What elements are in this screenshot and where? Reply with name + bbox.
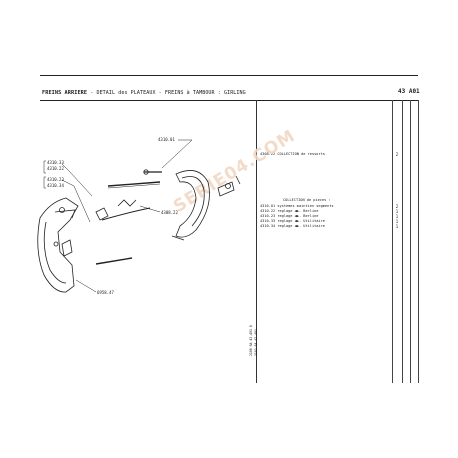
callout-4310-33: 4310.33 bbox=[47, 160, 64, 165]
spring-collection-qty: 2 bbox=[395, 152, 399, 157]
return-spring-bottom bbox=[95, 257, 133, 265]
parts-row: 4310.33 reglage ◀▶. Utilitaire bbox=[260, 219, 325, 224]
parts-row-label: reglage ◀▶. Berline bbox=[277, 209, 319, 213]
column-divider-qty-a bbox=[392, 100, 393, 383]
header-bottom-rule bbox=[40, 100, 418, 101]
leader-6958-47 bbox=[75, 279, 97, 293]
parts-row-ref: 4310.01 bbox=[260, 204, 276, 208]
adjuster-assembly bbox=[61, 239, 73, 257]
return-spring-top bbox=[107, 181, 161, 187]
parts-row-label: systemes maintien segments bbox=[277, 204, 334, 208]
parts-row-qty: 1 bbox=[395, 224, 399, 229]
callout-6958-47: 6958.47 bbox=[97, 290, 114, 295]
callout-4310-34: 4310.34 bbox=[47, 183, 64, 188]
parts-row-qty: 1 bbox=[395, 209, 399, 214]
parts-row-ref: 4310.22 bbox=[260, 209, 276, 213]
leader-4310-23 bbox=[61, 179, 91, 223]
parts-row-ref: 4310.23 bbox=[260, 214, 276, 218]
callout-bracket-bottom bbox=[43, 176, 46, 189]
callout-4310-23: 4310.23 bbox=[47, 177, 64, 182]
brake-shoe bbox=[175, 170, 210, 238]
spring-collection-label: COLLECTION de ressorts bbox=[277, 152, 325, 156]
column-divider-qty-c bbox=[410, 100, 411, 383]
parts-row: 4310.34 reglage ◀▶. Utilitaire bbox=[260, 224, 325, 229]
title-rest: - DETAIL des PLATEAUX - FREINS à TAMBOUR… bbox=[87, 90, 246, 96]
parts-row-label: reglage ◀▶. Utilitaire bbox=[277, 224, 325, 228]
spring-collection-ref: 4308.22 bbox=[260, 152, 276, 156]
leader-4308-22 bbox=[139, 205, 161, 213]
callout-4308-22: 4308.22 bbox=[161, 210, 178, 215]
adjuster-bolt bbox=[217, 181, 235, 197]
page-title: FREINS ARRIERE - DETAIL des PLATEAUX - F… bbox=[42, 90, 246, 96]
callout-4310-01: 4310.01 bbox=[158, 137, 175, 142]
parts-row-qty: 2 bbox=[395, 204, 399, 209]
parts-row-label: reglage ◀▶. Berline bbox=[277, 214, 319, 218]
parts-row: 4310.22 reglage ◀▶. Berline bbox=[260, 209, 318, 214]
leader-4310-01 bbox=[161, 139, 193, 169]
callout-4310-22: 4310.22 bbox=[47, 166, 64, 171]
parts-row-qty: 1 bbox=[395, 219, 399, 224]
parts-row: 4310.01 systemes maintien segments bbox=[260, 204, 334, 209]
parts-row-ref: 4310.33 bbox=[260, 219, 276, 223]
column-divider-qty-b bbox=[402, 100, 403, 383]
parts-row-ref: 4310.34 bbox=[260, 224, 276, 228]
return-spring-mid bbox=[101, 207, 151, 221]
backing-plate bbox=[37, 197, 79, 293]
frame-top-rule bbox=[40, 75, 418, 76]
parts-row: 4310.23 reglage ◀▶. Berline bbox=[260, 214, 318, 219]
column-divider-qty-d bbox=[418, 100, 419, 383]
parts-row-qty: 1 bbox=[395, 214, 399, 219]
column-divider-main bbox=[256, 100, 257, 383]
spring-collection-row: 4308.22 COLLECTION de ressorts bbox=[260, 152, 325, 157]
leader-4310-33 bbox=[61, 163, 93, 197]
title-bold: FREINS ARRIERE bbox=[42, 90, 88, 96]
parts-collection-title: COLLECTION de pieces : bbox=[283, 198, 331, 202]
page-code: 43 A01 bbox=[398, 88, 420, 95]
callout-bracket-top bbox=[43, 160, 46, 174]
parts-row-label: reglage ◀▶. Utilitaire bbox=[277, 219, 325, 223]
